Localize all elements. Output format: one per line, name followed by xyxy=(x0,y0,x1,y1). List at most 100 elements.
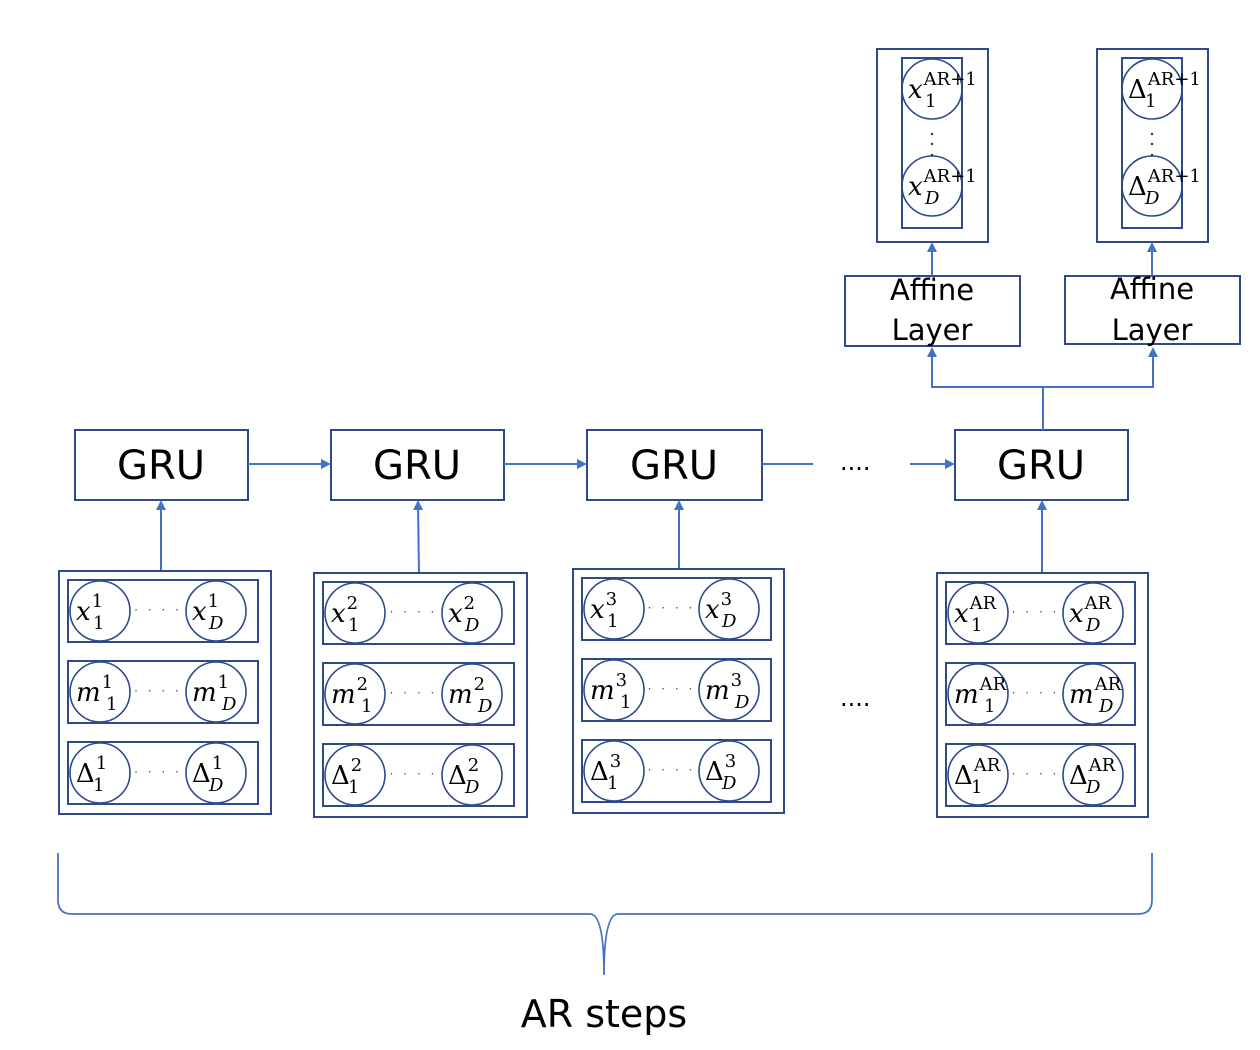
svg-text:ΔAR: ΔAR xyxy=(954,755,1001,791)
svg-text:Δ3: Δ3 xyxy=(705,751,736,787)
row-dots: · · · · xyxy=(134,603,182,617)
superscript: AR xyxy=(1088,755,1116,776)
variable: Δ xyxy=(1069,761,1088,791)
output-node-last: ΔAR+1D xyxy=(1121,155,1201,217)
node-circle xyxy=(441,582,503,644)
variable: Δ xyxy=(705,757,724,787)
variable: Δ xyxy=(448,761,467,791)
svg-text:Δ1: Δ1 xyxy=(76,753,107,789)
superscript: AR+1 xyxy=(923,166,977,187)
svg-text:x1: x1 xyxy=(76,591,103,627)
row-dots: · · · · xyxy=(648,763,696,777)
variable: m xyxy=(1069,680,1094,710)
superscript: 2 xyxy=(468,755,479,776)
node-circle xyxy=(324,663,386,725)
node-circle xyxy=(441,744,503,806)
superscript: 3 xyxy=(725,751,736,772)
row-dots: · · · · xyxy=(134,765,182,779)
node-circle xyxy=(947,582,1009,644)
subscript: 1 xyxy=(620,692,631,713)
svg-text:xAR+1: xAR+1 xyxy=(908,166,977,202)
node-m-first: m11 xyxy=(69,661,131,723)
superscript: AR xyxy=(973,755,1001,776)
svg-text:ΔAR+1: ΔAR+1 xyxy=(1128,69,1201,105)
variable: Δ xyxy=(192,759,211,789)
node-circle xyxy=(185,742,247,804)
output-outer-box xyxy=(876,48,989,243)
subscript: D xyxy=(1085,615,1101,636)
subscript: D xyxy=(208,613,224,634)
superscript: AR+1 xyxy=(1147,166,1201,187)
svg-text:xAR+1: xAR+1 xyxy=(908,69,977,105)
gru-to-affine-right xyxy=(1043,347,1158,388)
superscript: 3 xyxy=(606,589,617,610)
row-dots: · · · · xyxy=(1012,605,1060,619)
node-circle xyxy=(583,740,645,802)
svg-text:m3: m3 xyxy=(705,670,742,706)
affine-label-line1: Affine xyxy=(890,273,974,307)
ar-steps-brace xyxy=(57,853,1153,976)
variable: m xyxy=(590,676,615,706)
row-dots: · · · · xyxy=(1012,686,1060,700)
superscript: AR+1 xyxy=(1147,69,1201,90)
node-circle xyxy=(185,661,247,723)
variable: Δ xyxy=(590,757,609,787)
subscript: D xyxy=(208,775,224,796)
svg-text:mAR: mAR xyxy=(1069,674,1122,710)
gru-cell-ar: GRU xyxy=(954,429,1129,501)
node-delta-last: Δ1D xyxy=(185,742,247,804)
variable: x xyxy=(705,595,720,625)
svg-text:m2: m2 xyxy=(331,674,368,710)
node-m-first: m31 xyxy=(583,659,645,721)
affine-label-line2: Layer xyxy=(892,313,973,347)
superscript: AR xyxy=(1094,674,1122,695)
node-m-last: m3D xyxy=(698,659,760,721)
superscript: 2 xyxy=(464,593,475,614)
row-dots: · · · · xyxy=(134,684,182,698)
vertical-dot xyxy=(930,153,934,157)
subscript: 1 xyxy=(93,775,104,796)
row-dots: · · · · xyxy=(648,682,696,696)
input-arrow-2 xyxy=(413,500,424,575)
superscript: 1 xyxy=(96,753,107,774)
variable: m xyxy=(448,680,473,710)
superscript: 1 xyxy=(102,672,113,693)
node-circle xyxy=(324,582,386,644)
row-dots: · · · · xyxy=(648,601,696,615)
node-circle xyxy=(698,578,760,640)
variable: x xyxy=(192,597,207,627)
subscript: 1 xyxy=(348,777,359,798)
superscript: 3 xyxy=(731,670,742,691)
variable: Δ xyxy=(954,761,973,791)
node-circle xyxy=(947,744,1009,806)
variable: x xyxy=(76,597,91,627)
vertical-dot xyxy=(1150,142,1154,146)
variable: m xyxy=(76,678,101,708)
variable: x xyxy=(908,75,923,105)
subscript: 1 xyxy=(607,773,618,794)
variable: x xyxy=(1069,599,1084,629)
subscript: D xyxy=(924,188,940,209)
row-dots: · · · · xyxy=(390,767,438,781)
variable: Δ xyxy=(1128,172,1147,202)
node-circle xyxy=(69,742,131,804)
svg-text:ΔAR+1: ΔAR+1 xyxy=(1128,166,1201,202)
svg-text:Δ2: Δ2 xyxy=(331,755,362,791)
node-delta-first: Δ31 xyxy=(583,740,645,802)
superscript: 3 xyxy=(721,589,732,610)
superscript: AR+1 xyxy=(923,69,977,90)
subscript: 1 xyxy=(93,613,104,634)
row-box xyxy=(581,577,772,641)
subscript: 1 xyxy=(348,615,359,636)
row-dots: · · · · xyxy=(1012,767,1060,781)
